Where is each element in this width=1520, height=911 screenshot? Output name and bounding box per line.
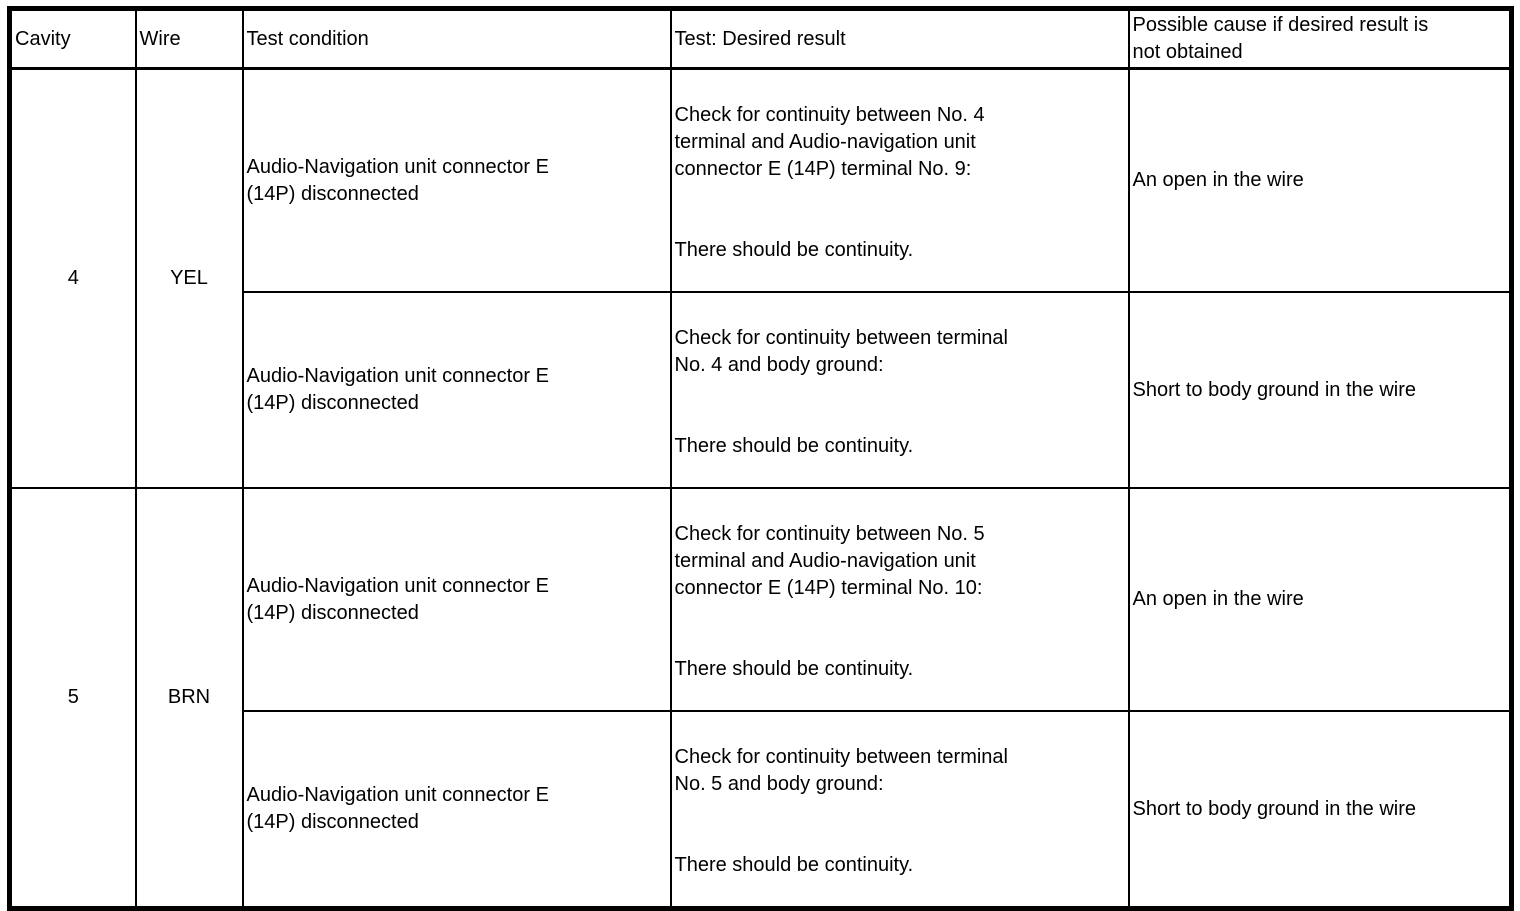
cell-possible-cause: An open in the wire bbox=[1127, 487, 1513, 712]
document-page: Cavity Wire Test condition Test: Desired… bbox=[7, 6, 1514, 911]
cell-desired-result: Check for continuity between terminal No… bbox=[669, 291, 1130, 489]
cell-test-condition: Audio-Navigation unit connector E (14P) … bbox=[241, 291, 672, 489]
troubleshooting-table: Cavity Wire Test condition Test: Desired… bbox=[7, 6, 1514, 911]
cell-wire-color: BRN bbox=[134, 487, 244, 910]
header-row: Cavity Wire Test condition Test: Desired… bbox=[8, 7, 1513, 70]
desired-result: There should be continuity. bbox=[674, 239, 914, 261]
table-row: Audio-Navigation unit connector E (14P) … bbox=[10, 291, 1513, 489]
header-test-condition: Test condition bbox=[241, 7, 672, 70]
table-row: 4 YEL Audio-Navigation unit connector E … bbox=[8, 67, 1513, 489]
cell-possible-cause: An open in the wire bbox=[1127, 67, 1513, 293]
desired-result: There should be continuity. bbox=[674, 854, 914, 876]
cell-test-condition: Audio-Navigation unit connector E (14P) … bbox=[241, 710, 672, 910]
test-instruction: Check for continuity between terminal No… bbox=[674, 746, 1009, 795]
cell-test-condition: Audio-Navigation unit connector E (14P) … bbox=[241, 487, 672, 712]
cell-wire-color: YEL bbox=[134, 67, 244, 489]
header-desired-result: Test: Desired result bbox=[669, 7, 1130, 70]
cell-cavity: 4 bbox=[8, 67, 137, 489]
test-instruction: Check for continuity between No. 5 termi… bbox=[674, 523, 985, 599]
cell-test-condition: Audio-Navigation unit connector E (14P) … bbox=[241, 67, 672, 293]
table-row: 5 BRN Audio-Navigation unit connector E … bbox=[8, 487, 1513, 910]
desired-result: There should be continuity. bbox=[674, 435, 914, 457]
cell-possible-cause: Short to body ground in the wire bbox=[1127, 291, 1513, 489]
test-instruction: Check for continuity between terminal No… bbox=[674, 327, 1009, 376]
cell-possible-cause: Short to body ground in the wire bbox=[1127, 710, 1513, 910]
header-wire: Wire bbox=[134, 7, 244, 70]
desired-result: There should be continuity. bbox=[674, 658, 914, 680]
cell-desired-result: Check for continuity between No. 4 termi… bbox=[669, 67, 1130, 293]
header-possible-cause: Possible cause if desired result is not … bbox=[1127, 7, 1513, 70]
cell-desired-result: Check for continuity between terminal No… bbox=[669, 710, 1130, 910]
test-instruction: Check for continuity between No. 4 termi… bbox=[674, 104, 985, 180]
header-cavity: Cavity bbox=[8, 7, 137, 70]
cell-cavity: 5 bbox=[8, 487, 137, 910]
cell-desired-result: Check for continuity between No. 5 termi… bbox=[669, 487, 1130, 712]
